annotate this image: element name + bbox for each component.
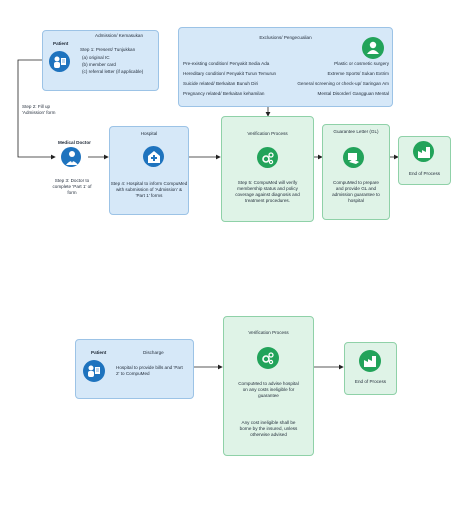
exclusion-right-item: General screening or check-up/ Saringan …: [297, 81, 389, 86]
admission-step1-item: (b) member card: [82, 62, 116, 67]
exclusion-left-item: Pregnancy related/ Berkaitan kehamilan: [183, 91, 265, 96]
guarantee-box: [322, 124, 390, 220]
verification2-title: Verification Process: [248, 330, 289, 335]
verification2-box: [223, 316, 314, 456]
doctor-actor: Medical Doctor: [58, 140, 91, 145]
verification2-text1: CompuMed to advise hospital on any costs…: [238, 381, 299, 398]
patient-icon: [83, 360, 105, 382]
hospital-step4: Step 4: Hospital to inform CompuMed with…: [110, 181, 188, 198]
doctor-icon: [61, 147, 81, 167]
verification-box: [221, 116, 314, 222]
hospital-box: [109, 126, 189, 215]
verification-title: Verification Process: [247, 131, 288, 136]
admission-title: Admission/ Kemasukan: [95, 33, 144, 38]
discharge-title: Discharge: [143, 350, 164, 355]
patient-icon: [49, 51, 70, 72]
factory-icon: [413, 141, 434, 162]
exclusion-right-item: Plastic or cosmetic surgery: [334, 61, 389, 66]
exclusion-right-item: Mental Disorder/ Gangguan Mental: [317, 91, 390, 96]
exclusion-left-item: Suicide related/ Berkaitan Bunuh Diri: [183, 81, 259, 86]
discharge-text: Hospital to provide bills and 'Part 2' t…: [116, 365, 183, 376]
end2-label: End of Process: [354, 379, 387, 384]
exclusions-title: Exclusions/ Pengecualian: [259, 35, 312, 40]
guarantee-title: Guarantee Letter (GL): [333, 129, 379, 134]
hospital-title: Hospital: [140, 131, 158, 136]
hospital-icon: [143, 146, 164, 167]
exclusion-left-item: Hereditary condition/ Penyakit Turun Tem…: [183, 71, 277, 76]
exclusion-right-item: Extreme Sports/ Sukan Extrim: [327, 71, 389, 76]
admission-step1-item: (a) original IC: [82, 55, 110, 60]
doctor-step3: Step 3: Doctor to complete 'Part 1' of f…: [52, 178, 92, 195]
gears-icon: [257, 347, 279, 369]
arrow-patient-to-doctor: [17, 59, 56, 160]
guarantee-text: CompuMed to prepare and provide GL and a…: [332, 180, 380, 203]
admission-actor: Patient: [53, 41, 69, 46]
verification2-text2: Any cost ineligible shall be borne by th…: [239, 420, 298, 437]
gears-icon: [257, 147, 278, 168]
step2-label: Step 2: Fill up 'Admission' form: [22, 104, 56, 115]
factory-icon: [359, 350, 381, 372]
end-label: End of Process: [408, 171, 441, 176]
verification-step5: Step 5: CompuMed will verify membership …: [235, 180, 300, 203]
person-icon: [362, 37, 384, 59]
admission-step1-item: (c) referral letter (if applicable): [82, 69, 144, 74]
handshake-icon: [343, 147, 364, 168]
exclusion-left-item: Pre-existing condition/ Penyakit Sedia A…: [183, 61, 270, 66]
discharge-actor: Patient: [91, 350, 107, 355]
exclusions-box: [178, 27, 393, 107]
admission-step1-title: Step 1: Present/ Tunjukkan: [80, 47, 136, 52]
